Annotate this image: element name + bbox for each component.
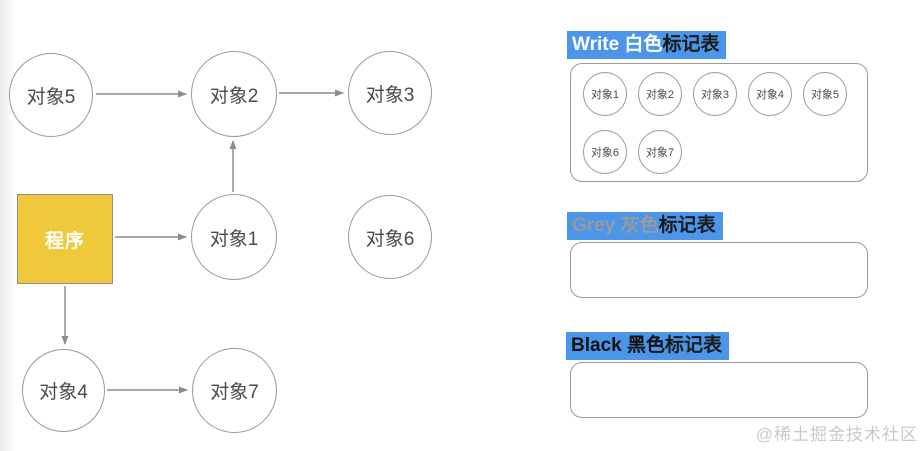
black-table-title-suffix: 标记表: [664, 335, 722, 356]
white-table-title-lead: Write 白色: [572, 34, 663, 55]
node-obj7-label: 对象7: [210, 382, 259, 403]
node-obj3: 对象3: [348, 51, 432, 135]
grey-table-title: Grey 灰色标记表: [567, 212, 723, 240]
grey-table-title-suffix: 标记表: [658, 215, 716, 236]
juejin-watermark: @稀土掘金技术社区: [755, 425, 918, 444]
node-obj6-label: 对象6: [365, 228, 415, 250]
node-obj7: 对象7: [192, 348, 277, 433]
node-obj6: 对象6: [348, 195, 432, 279]
white-table-item: 对象7: [638, 130, 682, 174]
black-table-title: Black 黑色标记表: [566, 332, 729, 360]
white-table-item: 对象3: [693, 72, 737, 116]
node-obj2: 对象2: [191, 51, 277, 137]
grey-table-box: [570, 242, 868, 298]
white-item-label: 对象3: [700, 89, 730, 101]
white-item-label: 对象5: [810, 89, 840, 101]
white-item-label: 对象4: [755, 89, 785, 101]
white-table-title: Write 白色标记表: [567, 31, 727, 59]
white-table-item: 对象4: [748, 72, 792, 116]
node-obj2-label: 对象2: [209, 85, 259, 107]
node-obj5: 对象5: [9, 53, 93, 137]
node-program: 程序: [17, 194, 113, 284]
white-table-item: 对象6: [583, 130, 627, 174]
white-table-item: 对象2: [638, 72, 682, 116]
grey-table-title-lead: Grey 灰色: [572, 215, 659, 236]
node-obj4-label: 对象4: [39, 382, 88, 403]
white-item-label: 对象6: [590, 147, 620, 159]
node-obj1-label: 对象1: [209, 228, 259, 250]
node-obj1: 对象1: [191, 194, 277, 280]
white-item-label: 对象2: [645, 89, 675, 101]
node-obj5-label: 对象5: [26, 86, 76, 108]
node-obj4: 对象4: [22, 349, 105, 432]
white-item-label: 对象7: [645, 147, 675, 159]
white-table-item: 对象1: [583, 72, 627, 116]
white-table-item: 对象5: [803, 72, 847, 116]
white-table-box: 对象1 对象2 对象3 对象4 对象5 对象6 对象7: [570, 63, 868, 182]
white-table-title-suffix: 标记表: [662, 34, 720, 55]
black-table-title-lead: Black 黑色: [571, 335, 665, 356]
node-program-label: 程序: [44, 230, 85, 252]
black-table-box: [570, 362, 868, 418]
white-item-label: 对象1: [590, 89, 620, 101]
node-obj3-label: 对象3: [365, 84, 415, 106]
